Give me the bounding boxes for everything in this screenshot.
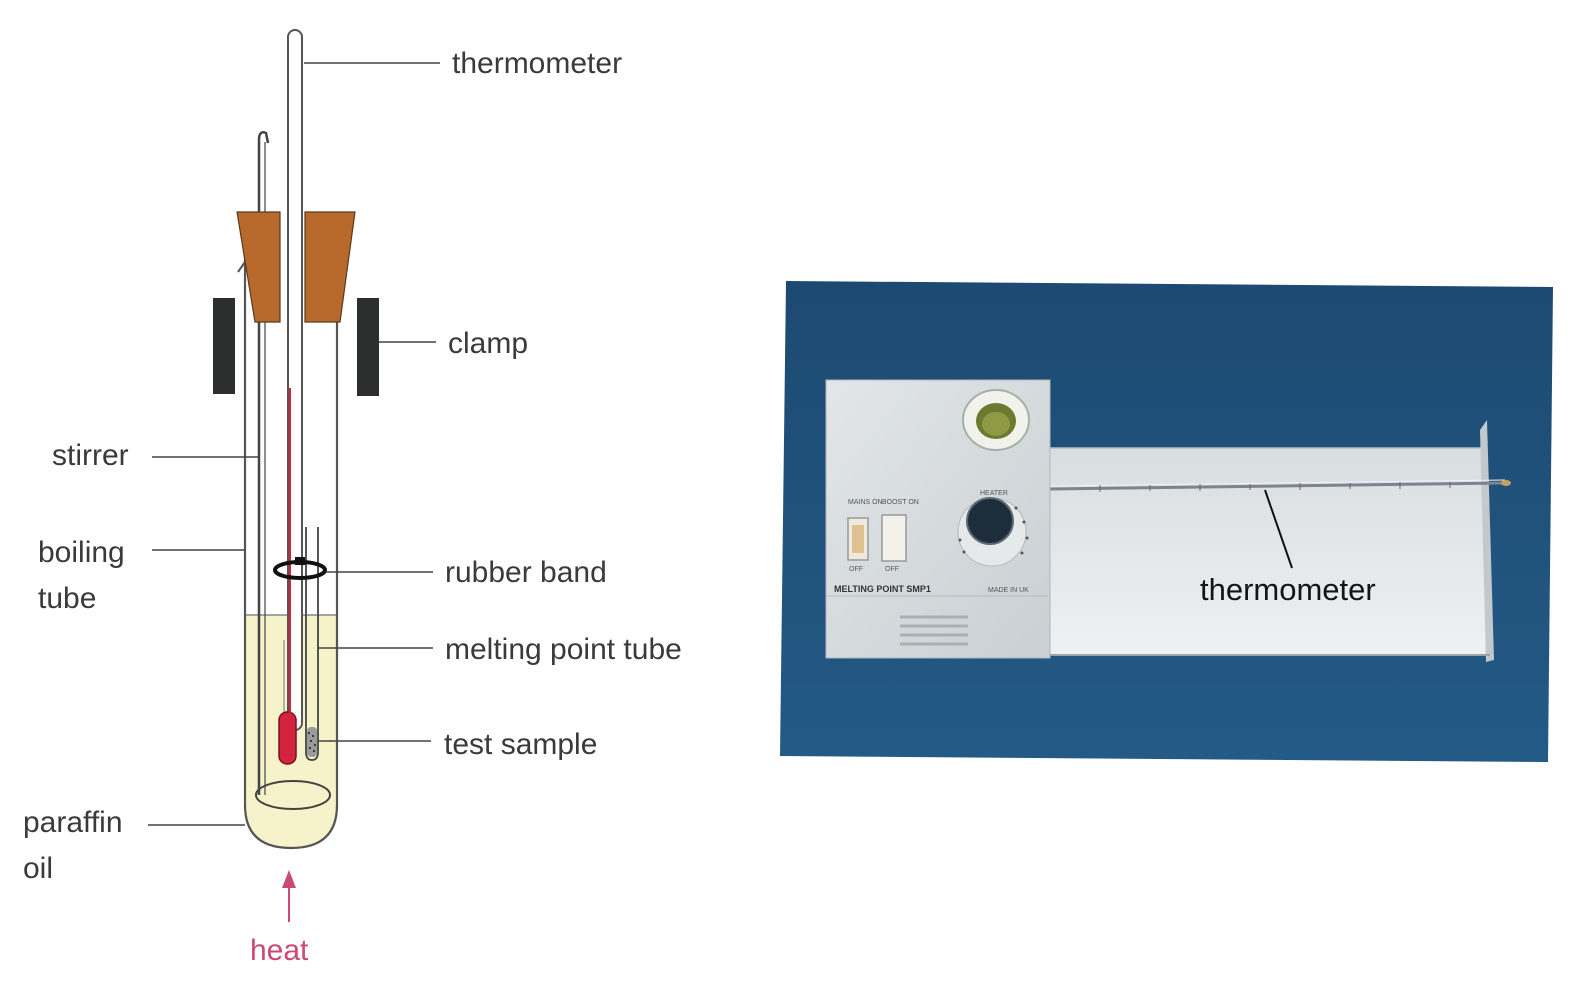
text-off-right: OFF	[885, 566, 899, 573]
boost-switch	[882, 515, 906, 561]
bung-left	[237, 212, 280, 322]
label-oil: oil	[23, 852, 53, 885]
test-sample-mark	[307, 727, 317, 757]
clamp-left	[213, 298, 235, 394]
label-stirrer: stirrer	[52, 439, 129, 472]
text-boost-on: BOOST ON	[882, 499, 919, 506]
heater-dial	[967, 498, 1013, 544]
clamp-right	[357, 298, 379, 396]
tray-back	[1046, 422, 1490, 655]
text-heater: HEATER	[980, 490, 1008, 497]
label-thermometer: thermometer	[452, 47, 622, 80]
photo-label-thermometer: thermometer	[1200, 572, 1376, 607]
label-rubber-band: rubber band	[445, 556, 607, 589]
label-melting-point-tube: melting point tube	[445, 633, 682, 666]
text-off-left: OFF	[849, 566, 863, 573]
label-tube: tube	[38, 582, 96, 615]
apparatus-photo: thermometer MAINS ON BOOST ON OFF OFF HE…	[780, 281, 1553, 762]
label-clamp: clamp	[448, 327, 528, 360]
label-test-sample: test sample	[444, 728, 597, 761]
text-made-in: MADE IN UK	[988, 587, 1029, 594]
label-paraffin: paraffin	[23, 806, 123, 839]
thermometer-bulb	[279, 712, 296, 764]
apparatus-diagram: thermometer clamp stirrer boiling tube r…	[23, 30, 682, 967]
label-heat: heat	[250, 934, 309, 967]
heat-arrowhead	[282, 870, 296, 888]
bung-right	[305, 212, 355, 322]
text-brand: MELTING POINT SMP1	[834, 584, 931, 594]
text-mains-on: MAINS ON	[848, 499, 883, 506]
label-boiling: boiling	[38, 536, 125, 569]
